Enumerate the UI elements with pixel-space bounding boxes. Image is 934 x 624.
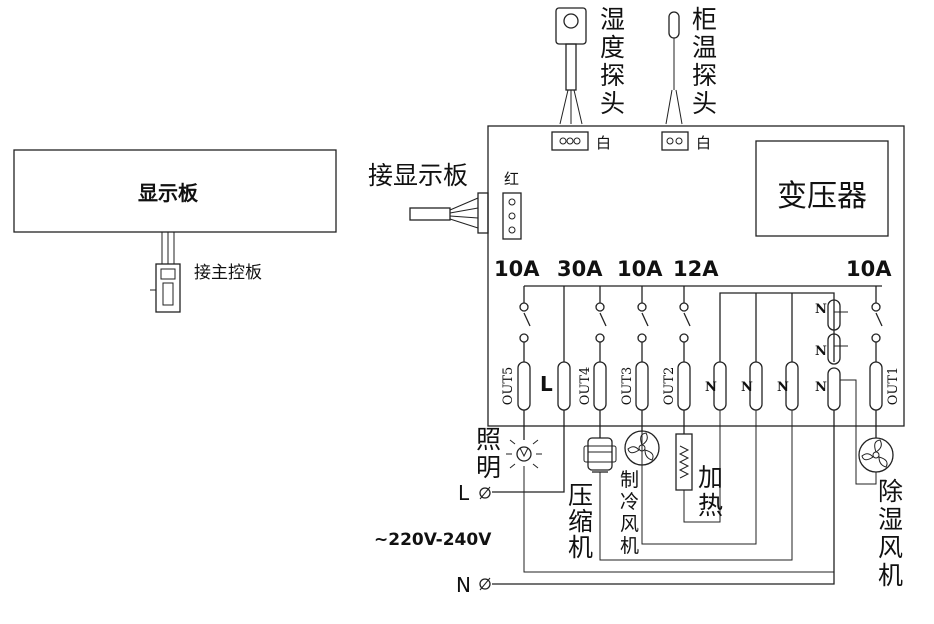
humidity-probe-wire-color: 白 [596,134,611,152]
cooling-fan-label-char: 制 [620,469,639,491]
display-board [13,149,337,233]
cabinet-temp-probe-wire-color: 白 [696,134,711,152]
terminal-out1 [869,361,883,432]
main-control-board [487,125,905,427]
relay-out5 [519,302,531,362]
terminal-label-n: N [777,380,789,395]
power-n-terminal-icon [479,577,491,591]
terminal-label-n: N [705,380,717,395]
cooling-fan-label-char: 机 [620,535,639,557]
relay-bus [523,285,882,362]
terminal-label-out1: OUT1 [886,367,901,406]
terminal-l [557,361,571,432]
humidity-probe-label: 湿 度 探 头 [600,5,625,118]
cabinet-temp-probe-label-char: 温 [692,33,717,62]
display-connector [409,192,522,240]
terminal-label-out5: OUT5 [501,367,516,406]
power-n-label: N [456,573,471,597]
display-connector-color: 红 [504,170,519,188]
humidity-probe [551,7,589,151]
terminal-out3 [635,361,649,432]
cabinet-temp-probe-label-char: 柜 [692,5,717,34]
light-label-char: 照 [476,425,501,454]
display-board-connector-label: 接主控板 [194,263,262,283]
relay-out1 [871,302,883,362]
power-l-terminal-icon [479,486,491,500]
cabinet-temp-probe-label-char: 头 [692,89,717,118]
dehumidify-fan-label-char: 风 [878,533,903,562]
compressor-label-char: 缩 [568,507,593,536]
dehumidify-fan-label-char: 湿 [878,505,903,534]
compressor-label: 压 缩 机 [568,481,593,562]
terminal-label-n: N [741,380,753,395]
terminal-label-l: L [540,372,553,396]
cabinet-temp-probe-label: 柜 温 探 头 [692,5,717,118]
light-label: 照 明 [476,425,501,482]
display-board-label: 显示板 [138,181,199,205]
light-bulb-icon [506,439,542,469]
power-l-label: L [458,481,470,505]
terminal-label-out2: OUT2 [662,367,677,406]
display-connector-label: 接显示板 [368,161,468,190]
rating-out3: 10A [617,257,663,281]
humidity-probe-label-char: 探 [600,61,625,90]
compressor-icon [583,437,617,473]
power-voltage: ~220V-240V [374,530,492,550]
rating-out2: 12A [673,257,719,281]
cabinet-temp-probe [661,11,689,151]
relay-out4 [595,302,607,362]
cooling-fan-label-char: 风 [620,513,639,535]
terminal-label-out4: OUT4 [578,367,593,406]
terminal-label-out3: OUT3 [620,367,635,406]
transformer [755,140,889,237]
display-board-cable [150,231,181,313]
relay-n-label: N [815,302,827,317]
humidity-probe-label-char: 头 [600,89,625,118]
cooling-fan-label: 制 冷 风 机 [620,469,639,557]
heater-icon [675,433,693,491]
light-label-char: 明 [476,453,501,482]
compressor-label-char: 压 [568,481,593,510]
transformer-label: 变压器 [777,179,867,214]
relay-out2 [679,302,691,362]
humidity-probe-label-char: 湿 [600,5,625,34]
dehumidify-fan-label-char: 机 [878,561,903,590]
relay-n-label: N [815,344,827,359]
heater-label-char: 热 [698,491,723,520]
relay-out3 [637,302,649,362]
rating-out4: 30A [557,257,603,281]
cooling-fan-label-char: 冷 [620,491,639,513]
dehumidify-fan-icon [858,437,894,473]
heater-label: 加 热 [698,463,723,520]
cooling-fan-icon [624,430,660,466]
heater-label-char: 加 [698,463,723,492]
n-bus [719,292,848,362]
humidity-probe-label-char: 度 [600,33,625,62]
terminal-out2 [677,361,691,432]
cabinet-temp-probe-label-char: 探 [692,61,717,90]
dehumidify-fan-label-char: 除 [878,477,903,506]
relay-n-label: N [815,380,827,395]
load-wiring [492,379,877,585]
dehumidify-fan-label: 除 湿 风 机 [878,477,903,590]
terminal-out5 [517,361,531,432]
rating-out5: 10A [494,257,540,281]
compressor-label-char: 机 [568,533,593,562]
rating-out1: 10A [846,257,892,281]
terminal-out4 [593,361,607,432]
